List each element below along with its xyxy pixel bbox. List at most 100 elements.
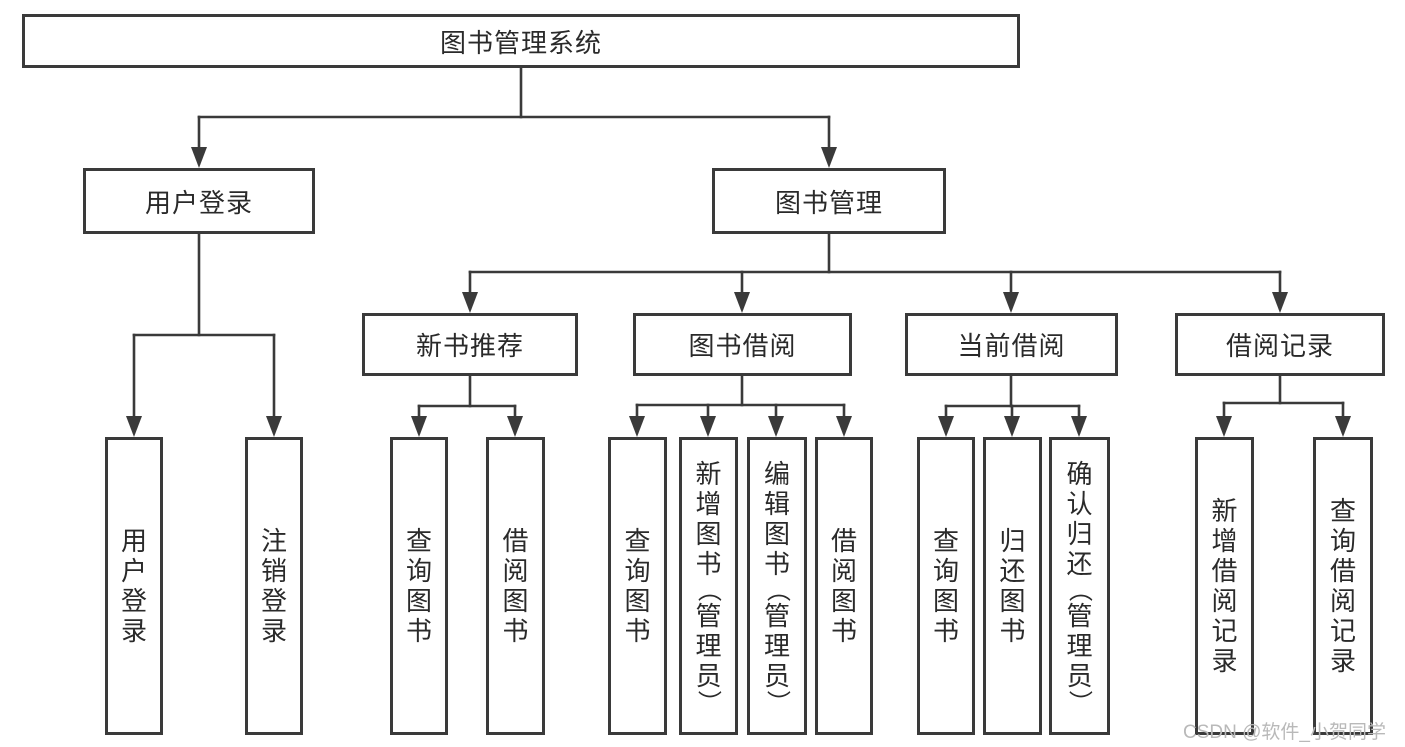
vertical-char: 阅 xyxy=(1329,586,1356,616)
vertical-char: 借 xyxy=(1211,556,1238,586)
node-label: 用户登录 xyxy=(144,187,253,218)
vertical-char: 书 xyxy=(999,616,1026,646)
vertical-char: 书 xyxy=(502,616,529,646)
leaf-logout: 注销登录 xyxy=(245,437,303,735)
vertical-char: 图 xyxy=(405,586,432,616)
connector-new-book-children xyxy=(411,374,523,437)
leaf-user-login: 用户登录 xyxy=(105,437,163,735)
vertical-char: 查 xyxy=(405,526,432,556)
vertical-char: 借 xyxy=(830,526,857,556)
node-label: 新增借阅记录 xyxy=(1211,496,1237,676)
vertical-char: 归 xyxy=(999,526,1026,556)
vertical-char: 录 xyxy=(1329,646,1356,676)
vertical-char: 认 xyxy=(1066,489,1093,519)
vertical-char: 用 xyxy=(120,526,147,556)
leaf-borrow-edit-books-admin: 编辑图书（管理员） xyxy=(747,437,807,735)
node-book-management: 图书管理 xyxy=(712,168,946,234)
vertical-char: 销 xyxy=(260,556,287,586)
node-current-borrowing: 当前借阅 xyxy=(905,313,1118,376)
vertical-char: 借 xyxy=(502,526,529,556)
vertical-char: 编 xyxy=(763,459,790,489)
vertical-char: 理 xyxy=(695,631,722,661)
node-user-login: 用户登录 xyxy=(83,168,315,234)
vertical-char: 管 xyxy=(763,601,790,631)
vertical-char: 图 xyxy=(999,586,1026,616)
node-label: 新书推荐 xyxy=(415,331,524,361)
leaf-current-query-books: 查询图书 xyxy=(917,437,975,735)
vertical-char: 查 xyxy=(1329,496,1356,526)
vertical-char: 户 xyxy=(120,556,147,586)
node-label: 借阅图书 xyxy=(502,526,528,646)
vertical-char: ） xyxy=(1066,690,1094,714)
vertical-char: 查 xyxy=(624,526,651,556)
leaf-borrow-add-books-admin: 新增图书（管理员） xyxy=(679,437,738,735)
vertical-char: 登 xyxy=(120,586,147,616)
node-label: 查询图书 xyxy=(406,526,432,646)
node-label: 查询图书 xyxy=(624,526,650,646)
vertical-char: 图 xyxy=(932,586,959,616)
node-label: 注销登录 xyxy=(261,526,287,646)
vertical-char: 书 xyxy=(932,616,959,646)
vertical-char: 还 xyxy=(1066,549,1093,579)
vertical-char: 新 xyxy=(1211,496,1238,526)
vertical-char: 询 xyxy=(624,556,651,586)
node-label: 借阅图书 xyxy=(831,526,857,646)
vertical-char: 管 xyxy=(1066,601,1093,631)
leaf-current-return-books: 归还图书 xyxy=(983,437,1042,735)
vertical-char: 理 xyxy=(1066,631,1093,661)
leaf-borrow-query-books: 查询图书 xyxy=(608,437,667,735)
vertical-char: 询 xyxy=(405,556,432,586)
vertical-char: 图 xyxy=(624,586,651,616)
vertical-char: 书 xyxy=(830,616,857,646)
leaf-records-add-record: 新增借阅记录 xyxy=(1195,437,1254,735)
vertical-char: 新 xyxy=(695,459,722,489)
vertical-char: 管 xyxy=(695,601,722,631)
vertical-char: ） xyxy=(695,690,723,714)
node-label: 确认归还（管理员） xyxy=(1066,459,1094,714)
vertical-char: 图 xyxy=(695,519,722,549)
vertical-char: 辑 xyxy=(763,489,790,519)
leaf-current-confirm-return-admin: 确认归还（管理员） xyxy=(1049,437,1110,735)
node-borrowing-records: 借阅记录 xyxy=(1175,313,1385,376)
node-label: 图书管理 xyxy=(774,187,883,218)
connector-root-to-level2 xyxy=(191,66,837,168)
vertical-char: （ xyxy=(763,578,791,602)
leaf-newbook-borrow-books: 借阅图书 xyxy=(486,437,545,735)
vertical-char: 登 xyxy=(260,586,287,616)
node-label: 图书借阅 xyxy=(688,331,797,361)
node-label: 查询借阅记录 xyxy=(1330,496,1356,676)
vertical-char: 增 xyxy=(695,489,722,519)
connector-user-login-children xyxy=(126,232,282,437)
node-label: 图书管理系统 xyxy=(439,27,602,58)
vertical-char: 图 xyxy=(830,586,857,616)
vertical-char: 员 xyxy=(763,661,790,691)
vertical-char: 书 xyxy=(405,616,432,646)
node-new-book-recommendation: 新书推荐 xyxy=(362,313,578,376)
vertical-char: 确 xyxy=(1066,459,1093,489)
node-book-borrowing: 图书借阅 xyxy=(633,313,852,376)
csdn-watermark: CSDN @软件_小贺同学 xyxy=(1183,722,1386,743)
vertical-char: 借 xyxy=(1329,556,1356,586)
connector-book-management-children xyxy=(462,232,1288,313)
vertical-char: 注 xyxy=(260,526,287,556)
node-label: 查询图书 xyxy=(933,526,959,646)
vertical-char: 图 xyxy=(763,519,790,549)
vertical-char: 书 xyxy=(763,549,790,579)
vertical-char: 记 xyxy=(1329,616,1356,646)
leaf-borrow-borrow-books: 借阅图书 xyxy=(815,437,873,735)
leaf-records-query-record: 查询借阅记录 xyxy=(1313,437,1373,735)
vertical-char: 书 xyxy=(695,549,722,579)
vertical-char: 图 xyxy=(502,586,529,616)
vertical-char: （ xyxy=(695,578,723,602)
vertical-char: 还 xyxy=(999,556,1026,586)
vertical-char: 录 xyxy=(120,616,147,646)
connector-borrow-records-children xyxy=(1216,374,1351,437)
leaf-newbook-query-books: 查询图书 xyxy=(390,437,448,735)
node-label: 归还图书 xyxy=(999,526,1025,646)
node-label: 当前借阅 xyxy=(957,331,1066,361)
node-label: 借阅记录 xyxy=(1225,331,1334,361)
node-label: 编辑图书（管理员） xyxy=(763,459,791,714)
vertical-char: 书 xyxy=(624,616,651,646)
